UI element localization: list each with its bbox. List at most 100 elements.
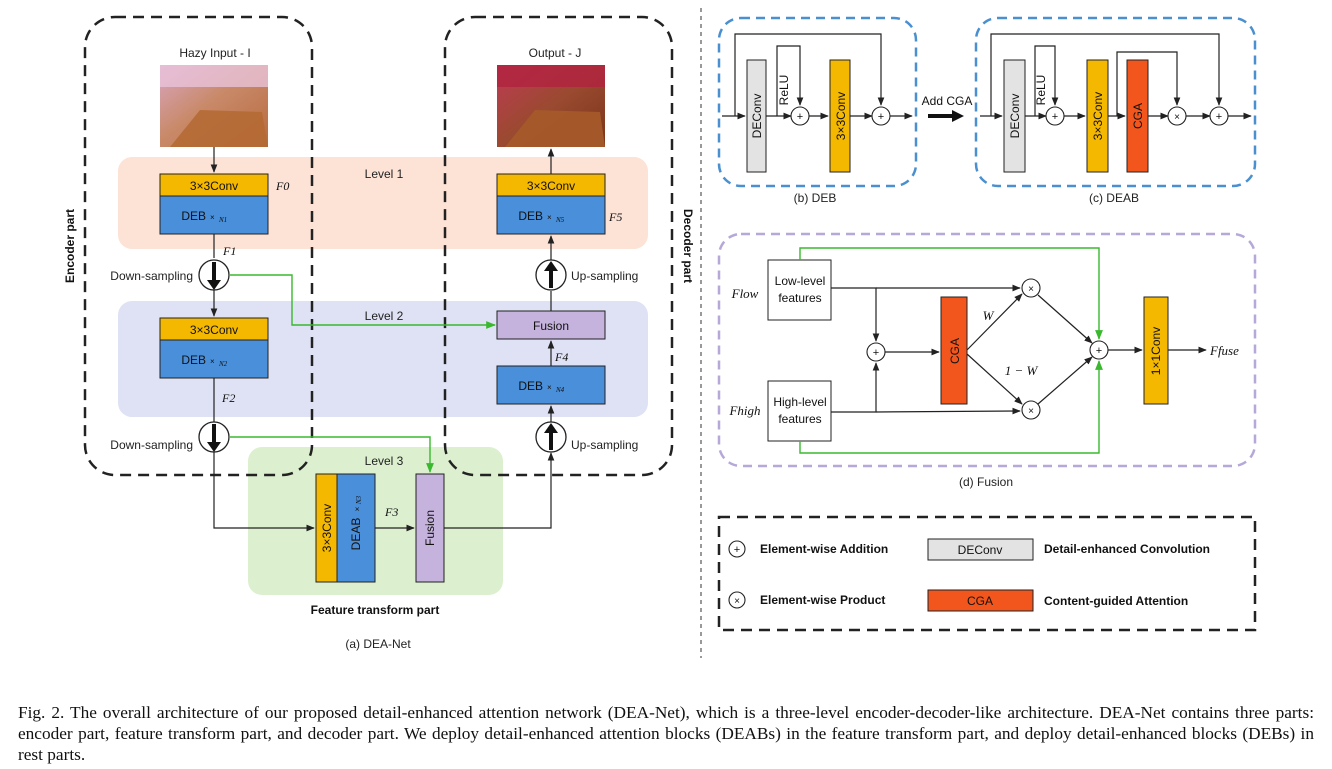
decoder-level1-block: 3×3Conv DEB × N5 [496, 173, 606, 235]
svg-text:+: + [1216, 111, 1222, 123]
level1-label: Level 1 [365, 167, 404, 181]
dec2-deb-label: DEB [518, 379, 543, 393]
legend-product-text: Element-wise Product [760, 593, 885, 607]
enc1-n-label: N1 [218, 216, 227, 224]
svg-text:×: × [1174, 112, 1180, 123]
enc1-times: × [210, 213, 215, 222]
ft-fusion-label: Fusion [423, 510, 437, 546]
panel-c-deab: DEConv ReLU + 3×3Conv CGA × + (c) DEAB [974, 16, 1257, 205]
high-level-text-2: features [778, 412, 821, 426]
svg-text:×: × [734, 596, 740, 607]
decoder-part-label: Decoder part [681, 209, 695, 283]
up-sampling-label-1: Up-sampling [571, 438, 638, 452]
enc1-conv-label: 3×3Conv [190, 179, 238, 193]
f1-label: F1 [222, 244, 236, 258]
fusion-cga-label: CGA [948, 338, 962, 364]
panel-b-deb: DEConv ReLU + 3×3Conv + (b) DEB [717, 16, 918, 205]
ft-conv-block: 3×3Conv [315, 473, 338, 583]
panel-d-fusion: Flow Fhigh Low-level features High-level… [717, 232, 1257, 489]
ft-n-label: N3 [355, 495, 363, 505]
decoder-part-border [443, 15, 674, 477]
up-sampling-label-2: Up-sampling [571, 269, 638, 283]
level3-label: Level 3 [365, 454, 404, 468]
up-sampling-icon-2 [535, 259, 567, 291]
dec1-deb-label: DEB [518, 209, 543, 223]
panel-c-caption: (c) DEAB [1089, 191, 1139, 205]
legend-cga-desc: Content-guided Attention [1044, 594, 1188, 608]
deb-conv-label: 3×3Conv [834, 92, 848, 140]
hazy-input-label: Hazy Input - I [179, 46, 250, 60]
ft-deab-block: DEAB × N3 [336, 473, 376, 583]
level2-label: Level 2 [365, 309, 404, 323]
deb-deconv-label: DEConv [750, 94, 764, 139]
architecture-diagram: Level 1 Level 2 Level 3 Encoder part Dec… [63, 8, 1257, 658]
feature-transform-label: Feature transform part [311, 603, 440, 617]
f-high-label: Fhigh [728, 403, 760, 418]
dec2-times: × [547, 383, 552, 392]
legend-cga-label: CGA [967, 594, 993, 608]
down-sampling-icon-2 [198, 421, 230, 453]
fusion-conv1x1-label: 1×1Conv [1149, 327, 1163, 375]
dec1-n-label: N5 [555, 216, 565, 224]
encoder-part-label: Encoder part [63, 209, 77, 283]
output-image [497, 65, 605, 147]
legend-addition-text: Element-wise Addition [760, 542, 888, 556]
high-level-text-1: High-level [773, 395, 826, 409]
low-level-text-2: features [778, 291, 821, 305]
panel-a-dea-net: Level 1 Level 2 Level 3 Encoder part Dec… [63, 15, 695, 651]
w-label: W [983, 308, 995, 323]
legend-deconv-box [927, 538, 1034, 561]
f3-label: F3 [384, 505, 398, 519]
high-level-features-box [767, 380, 832, 442]
f0-label: F0 [275, 179, 289, 193]
legend: + Element-wise Addition × Element-wise P… [717, 515, 1257, 632]
low-level-features-box [767, 259, 832, 321]
add-cga-label: Add CGA [922, 94, 973, 108]
enc2-times: × [210, 357, 215, 366]
legend-deconv-desc: Detail-enhanced Convolution [1044, 542, 1210, 556]
legend-cga-box [927, 589, 1034, 612]
ft-conv-label: 3×3Conv [320, 504, 334, 552]
enc2-conv-label: 3×3Conv [190, 323, 238, 337]
svg-text:×: × [1028, 406, 1034, 417]
fusion-product-icon-2 [1021, 400, 1041, 420]
svg-text:+: + [1096, 345, 1102, 357]
ft-deab-label: DEAB [349, 518, 363, 551]
deab-conv-label: 3×3Conv [1091, 92, 1105, 140]
enc1-deb-label: DEB [181, 209, 206, 223]
up-sampling-icon-1 [535, 421, 567, 453]
deab-deconv-label: DEConv [1008, 94, 1022, 139]
legend-product-icon [728, 591, 746, 609]
legend-add-icon [728, 540, 746, 558]
svg-text:+: + [1052, 111, 1058, 123]
enc2-n-label: N2 [218, 360, 228, 368]
one-minus-w-label: 1 − W [1005, 363, 1039, 378]
encoder-level2-block: 3×3Conv DEB × N2 [159, 317, 269, 379]
legend-deconv-label: DEConv [958, 543, 1003, 557]
ft-fusion-block: Fusion [415, 473, 445, 583]
panel-d-caption: (d) Fusion [959, 475, 1013, 489]
svg-text:+: + [734, 544, 740, 556]
svg-text:+: + [797, 111, 803, 123]
enc2-deb-label: DEB [181, 353, 206, 367]
svg-text:+: + [878, 111, 884, 123]
panel-b-caption: (b) DEB [794, 191, 837, 205]
down-sampling-icon-1 [198, 259, 230, 291]
decoder-level2-fusion: Fusion [496, 310, 606, 340]
f-fuse-label: Ffuse [1209, 343, 1239, 358]
output-label: Output - J [529, 46, 582, 60]
dec2-n-label: N4 [555, 386, 565, 394]
down-sampling-label-2: Down-sampling [110, 438, 193, 452]
deb-relu-label: ReLU [777, 75, 791, 106]
low-level-text-1: Low-level [775, 274, 826, 288]
deab-relu-label: ReLU [1034, 75, 1048, 106]
decoder-level2-deb: DEB × N4 [496, 365, 606, 405]
ft-deab-times: × [353, 506, 362, 511]
panel-a-caption: (a) DEA-Net [345, 637, 411, 651]
figure-caption: Fig. 2. The overall architecture of our … [18, 703, 1314, 764]
fusion-product-icon-1 [1021, 278, 1041, 298]
svg-text:×: × [1028, 284, 1034, 295]
fusion-cga-block [940, 296, 968, 405]
encoder-part-border [83, 15, 314, 477]
hazy-input-image [160, 65, 268, 147]
